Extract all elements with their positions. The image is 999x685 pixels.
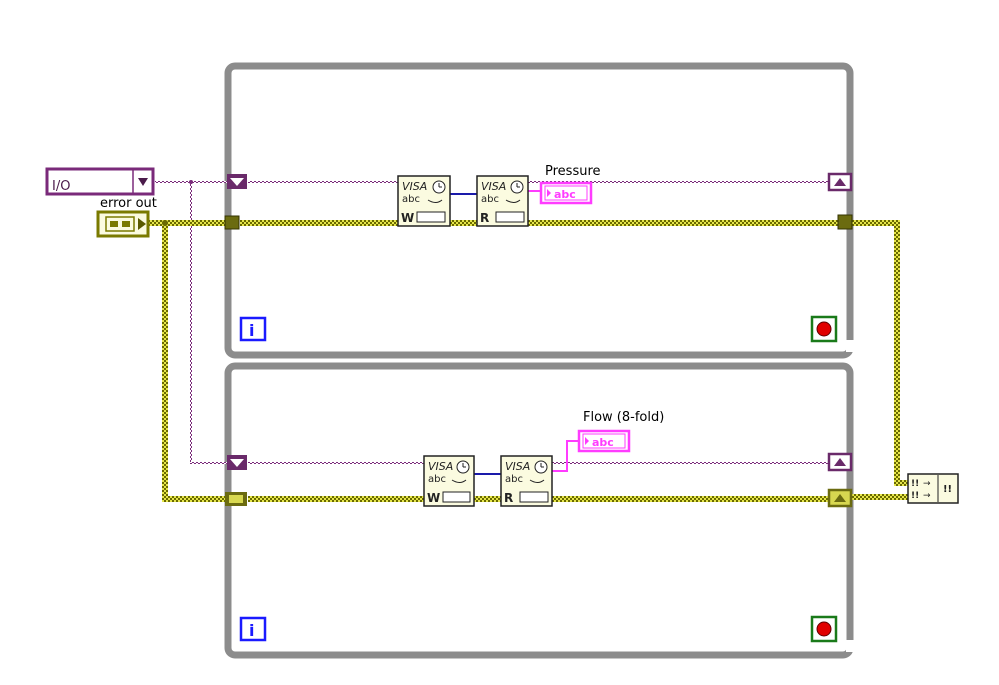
- svg-text:i: i: [249, 321, 254, 340]
- dropdown-arrow-icon[interactable]: [138, 178, 148, 186]
- svg-text:VISA: VISA: [428, 460, 453, 473]
- visa-shift-register-bottom: [827, 452, 853, 472]
- visa-write-node-bottom[interactable]: VISA abc W: [423, 455, 475, 507]
- svg-text:VISA: VISA: [402, 180, 427, 193]
- error-shift-register-bottom: [827, 488, 853, 508]
- svg-text:!!: !!: [943, 484, 952, 495]
- visa-read-node-top[interactable]: VISA abc R: [476, 175, 529, 227]
- svg-text:i: i: [249, 621, 254, 640]
- svg-text:VISA: VISA: [481, 180, 506, 193]
- stop-terminal-top[interactable]: [810, 315, 838, 343]
- while-loop-top[interactable]: [224, 62, 856, 359]
- error-tunnel-out-top: [837, 214, 853, 230]
- svg-text:abc: abc: [428, 474, 446, 485]
- visa-read-node-bottom[interactable]: VISA abc R: [500, 455, 553, 507]
- svg-text:abc: abc: [402, 194, 420, 205]
- error-wire-network: [148, 220, 910, 502]
- svg-text:W: W: [427, 491, 440, 505]
- visa-write-node-top[interactable]: VISA abc W: [397, 175, 451, 227]
- svg-text:W: W: [401, 211, 414, 225]
- svg-text:→: →: [923, 479, 931, 489]
- stop-icon: [816, 321, 832, 337]
- iteration-terminal-top: i: [239, 316, 267, 342]
- io-icon: I/O: [52, 179, 70, 194]
- svg-text:!!: !!: [911, 491, 919, 501]
- instrument-icon: [442, 491, 471, 503]
- merge-errors-node[interactable]: !! !! → → !!: [907, 473, 959, 504]
- error-tunnel-in-top: [224, 215, 240, 230]
- stop-icon: [816, 621, 832, 637]
- visa-resource-text: I/O: [52, 179, 70, 194]
- visa-resource-control[interactable]: I/O: [45, 167, 155, 196]
- svg-text:abc: abc: [481, 194, 499, 205]
- instrument-icon: [519, 491, 549, 503]
- svg-text:abc: abc: [592, 436, 614, 449]
- iteration-terminal-bottom: i: [239, 616, 267, 642]
- pressure-label: Pressure: [545, 164, 601, 179]
- pressure-indicator[interactable]: abc: [539, 181, 593, 205]
- svg-text:→: →: [923, 491, 931, 501]
- svg-text:VISA: VISA: [505, 460, 530, 473]
- instrument-icon: [495, 211, 525, 223]
- while-loop-bottom[interactable]: [224, 362, 856, 659]
- flow-label: Flow (8-fold): [583, 410, 665, 425]
- svg-text:!!: !!: [911, 479, 919, 489]
- indicator-arrow-icon: [138, 218, 146, 230]
- string-wire-network: [528, 190, 580, 472]
- error-out-label: error out: [100, 196, 157, 211]
- visa-wire-network: [155, 181, 830, 475]
- instrument-icon: [416, 211, 446, 223]
- visa-shift-register-top: [827, 172, 853, 192]
- svg-text:abc: abc: [554, 188, 576, 201]
- svg-text:abc: abc: [505, 474, 523, 485]
- flow-indicator[interactable]: abc: [577, 429, 631, 453]
- svg-text:R: R: [504, 491, 513, 505]
- error-out-indicator[interactable]: [96, 210, 150, 238]
- stop-terminal-bottom[interactable]: [810, 615, 838, 643]
- svg-text:R: R: [480, 211, 489, 225]
- tunnels: [224, 172, 853, 508]
